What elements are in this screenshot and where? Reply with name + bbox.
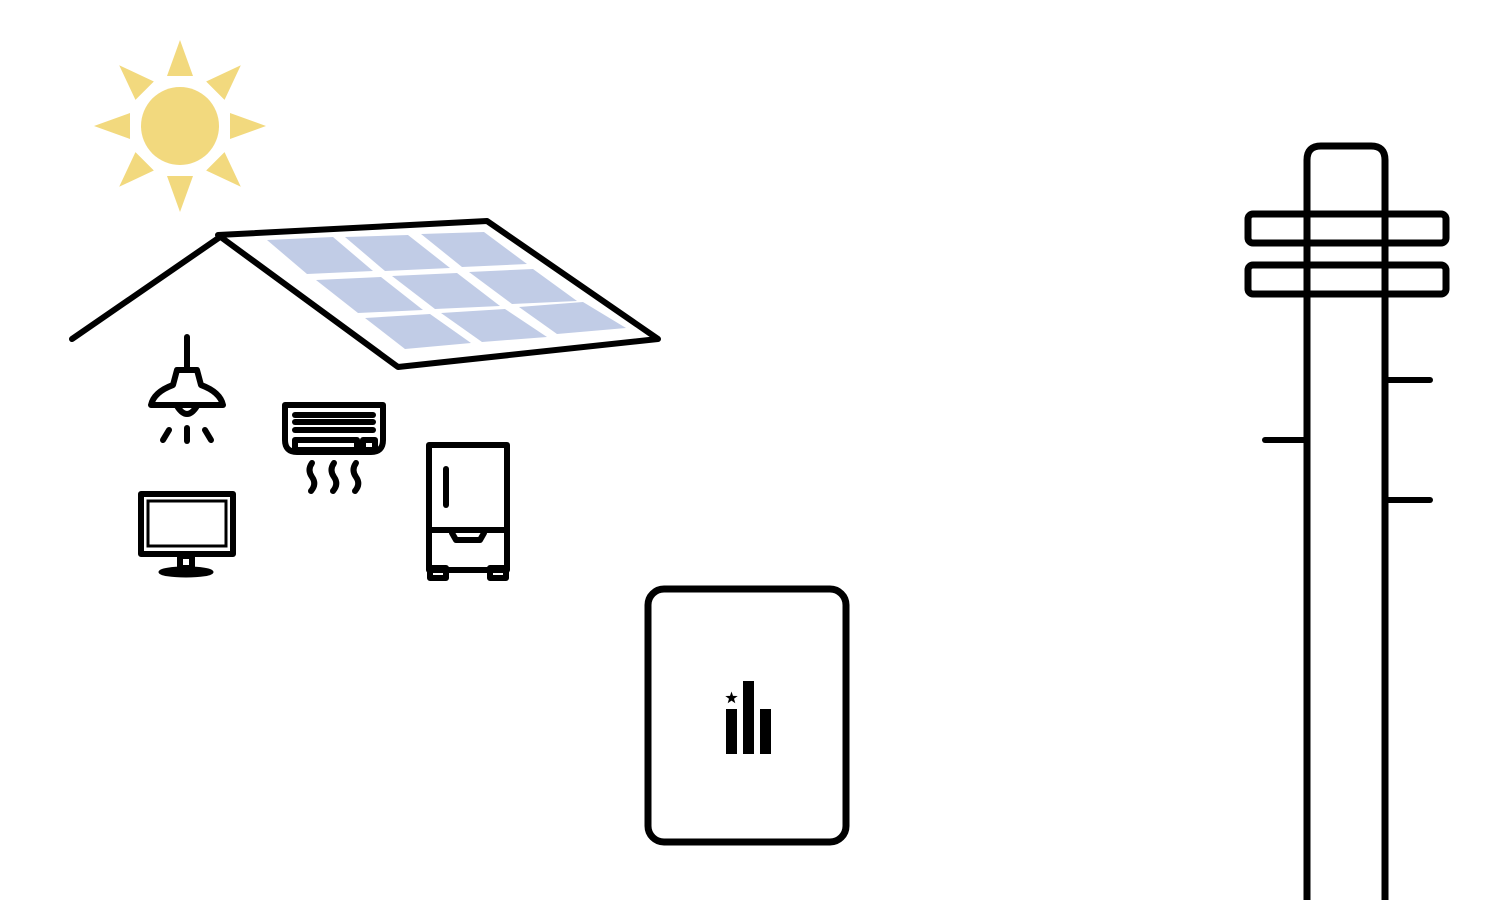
sun-ray xyxy=(206,152,241,187)
utility-pole xyxy=(1244,142,1450,900)
solar-cell xyxy=(469,269,577,304)
solar-panel xyxy=(215,218,661,370)
sun-ray xyxy=(230,113,266,139)
sun-ray xyxy=(119,65,154,100)
house-roof xyxy=(69,234,223,342)
solar-cell xyxy=(345,235,450,271)
solar-cells xyxy=(267,232,626,349)
solar-cell xyxy=(267,237,373,274)
solar-cell xyxy=(316,277,423,313)
solar-cell xyxy=(441,309,547,342)
solar-cell xyxy=(421,232,527,267)
home-battery xyxy=(644,585,850,846)
battery-logo-icon xyxy=(725,681,771,754)
sun-ray xyxy=(94,113,130,139)
sun-ray xyxy=(206,65,241,100)
refrigerator-icon xyxy=(426,442,510,581)
sun-icon xyxy=(94,40,266,212)
sun-ray xyxy=(167,176,193,212)
solar-cell xyxy=(392,273,500,309)
solar-cell xyxy=(519,302,626,334)
air-conditioner-icon xyxy=(282,402,386,494)
sun-ray xyxy=(167,40,193,76)
sun-ray xyxy=(119,152,154,187)
sun-disc xyxy=(141,87,219,165)
solar-cell xyxy=(365,314,471,349)
television-icon xyxy=(138,491,236,578)
ceiling-lamp-icon xyxy=(148,334,226,444)
